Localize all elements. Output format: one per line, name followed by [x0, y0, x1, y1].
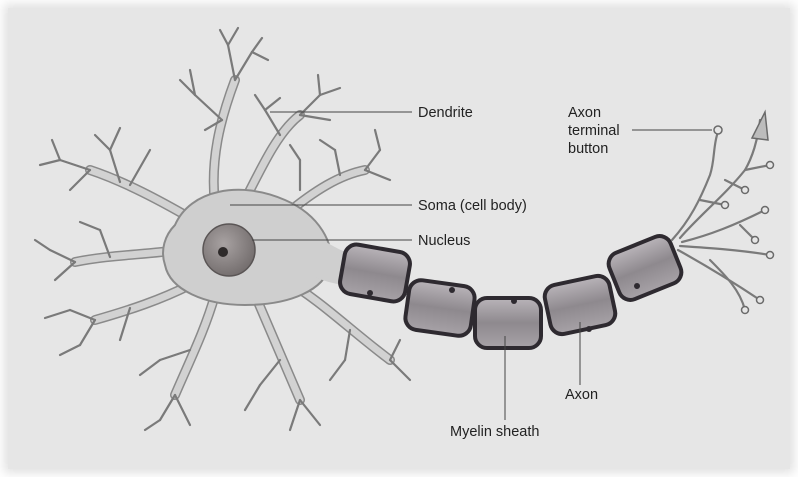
nucleus	[203, 224, 255, 276]
myelin-sheath	[338, 232, 685, 348]
soma-label: Soma (cell body)	[418, 198, 527, 214]
axon-terminal-label-line3: button	[568, 141, 608, 157]
nucleus-label: Nucleus	[418, 233, 470, 249]
axon-terminal-label-line2: terminal	[568, 123, 620, 139]
axon-label: Axon	[565, 387, 598, 403]
axon-terminal-label-line1: Axon	[568, 105, 601, 121]
labels: Dendrite Soma (cell body) Nucleus Axon t…	[418, 105, 620, 440]
dendrite-label: Dendrite	[418, 105, 473, 121]
myelin-sheath-label: Myelin sheath	[450, 424, 539, 440]
soma	[163, 190, 352, 305]
axon-terminal	[672, 112, 774, 314]
